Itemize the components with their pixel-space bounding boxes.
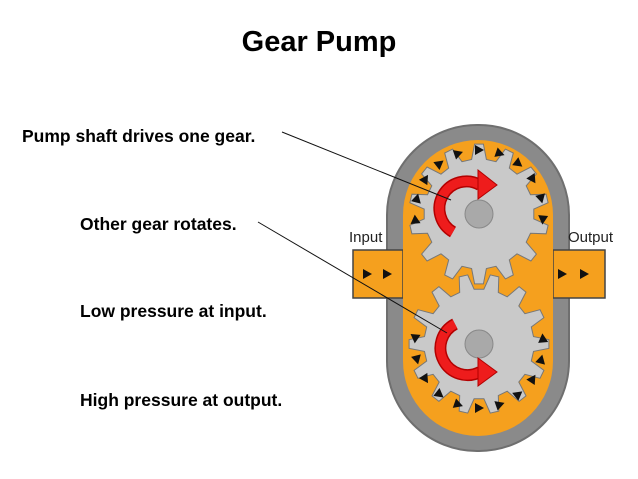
output-label: Output: [568, 229, 614, 246]
flow-arrow-2: [418, 174, 429, 186]
flow-arrow-11: [410, 333, 421, 344]
bullet-high-pressure-output: High pressure at output.: [80, 390, 283, 410]
flow-arrow-8: [526, 173, 536, 184]
flow-arrow-4: [452, 150, 463, 160]
flow-arrow-15: [452, 398, 463, 408]
input-pipe: [352, 249, 404, 299]
flow-arrow-5: [475, 145, 484, 155]
flow-arrow-16: [475, 403, 484, 413]
rotation-arrow-top: [433, 168, 498, 238]
fluid-flow-arrows: [363, 145, 589, 413]
flow-arrow-21: [538, 333, 549, 343]
flow-arrow-24: [558, 269, 567, 279]
flow-arrow-6: [494, 147, 505, 157]
flow-arrow-14: [433, 387, 444, 398]
leader-line-shaft: [281, 131, 452, 201]
flow-arrow-17: [494, 401, 505, 411]
flow-arrow-25: [580, 269, 589, 279]
rotation-arrow-bottom: [434, 318, 498, 387]
flow-arrow-13: [418, 372, 429, 384]
flow-arrow-22: [363, 269, 372, 279]
flow-arrow-1: [411, 193, 421, 204]
flow-arrow-12: [411, 354, 421, 365]
leader-line-other-gear: [257, 221, 448, 334]
drive-shaft: [464, 199, 494, 229]
bullet-shaft-drives-gear: Pump shaft drives one gear.: [22, 126, 256, 146]
flow-arrow-3: [433, 160, 444, 171]
flow-arrow-18: [512, 391, 523, 401]
slide-title: Gear Pump: [241, 26, 397, 58]
bullet-low-pressure-input: Low pressure at input.: [80, 301, 267, 321]
flow-arrow-23: [383, 269, 392, 279]
input-label: Input: [349, 229, 383, 246]
flow-arrow-20: [535, 354, 545, 365]
flow-arrow-9: [535, 193, 545, 204]
flow-arrow-10: [538, 215, 549, 225]
bullet-other-gear-rotates: Other gear rotates.: [80, 214, 237, 234]
flow-arrow-0: [410, 214, 421, 225]
flow-arrow-19: [526, 374, 536, 385]
driven-shaft: [464, 329, 494, 359]
flow-arrow-7: [512, 157, 523, 167]
